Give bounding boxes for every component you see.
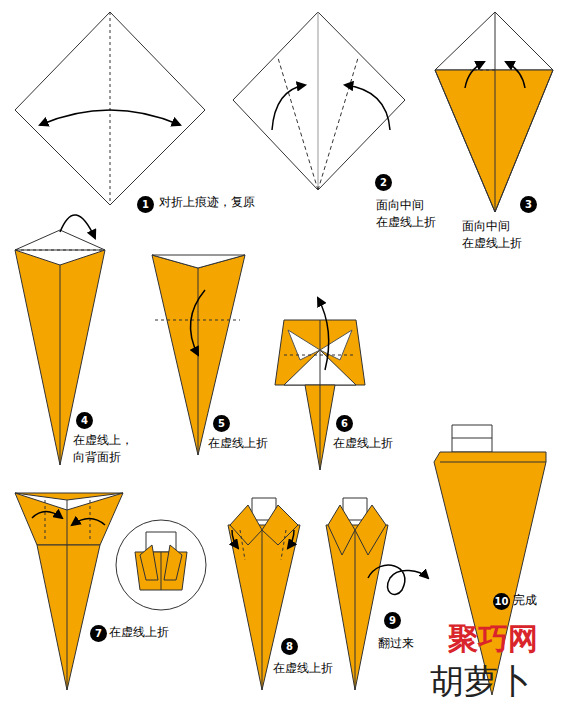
step-instruction: 在虚线上折: [208, 435, 298, 452]
step-instruction: 面向中间 在虚线上折: [376, 197, 456, 231]
step-instruction: 在虚线上折: [109, 624, 199, 641]
step-instruction: 面向中间 在虚线上折: [462, 218, 542, 252]
step-instruction: 在虚线上折: [273, 660, 363, 677]
callout-number: 9: [384, 612, 401, 629]
step-instruction: 翻过来: [378, 635, 438, 652]
step-instruction: 在虚线上折: [333, 435, 423, 452]
callout-number: 7: [90, 625, 107, 642]
step-instruction: 在虚线上， 向背面折: [73, 432, 153, 466]
title: 胡萝卜: [430, 664, 532, 698]
callout-number: 5: [213, 415, 230, 432]
step-instruction: 完成: [513, 592, 553, 609]
watermark: 聚巧网: [448, 624, 538, 654]
callout-number: 2: [375, 174, 392, 191]
callout-number: 1: [137, 196, 154, 213]
callout-number: 8: [281, 638, 298, 655]
step-instruction: 对折上痕迹，复原: [159, 194, 299, 211]
callout-number: 4: [76, 412, 93, 429]
callout-number: 6: [336, 415, 353, 432]
callout-number: 10: [493, 593, 510, 610]
callout-number: 3: [520, 196, 537, 213]
